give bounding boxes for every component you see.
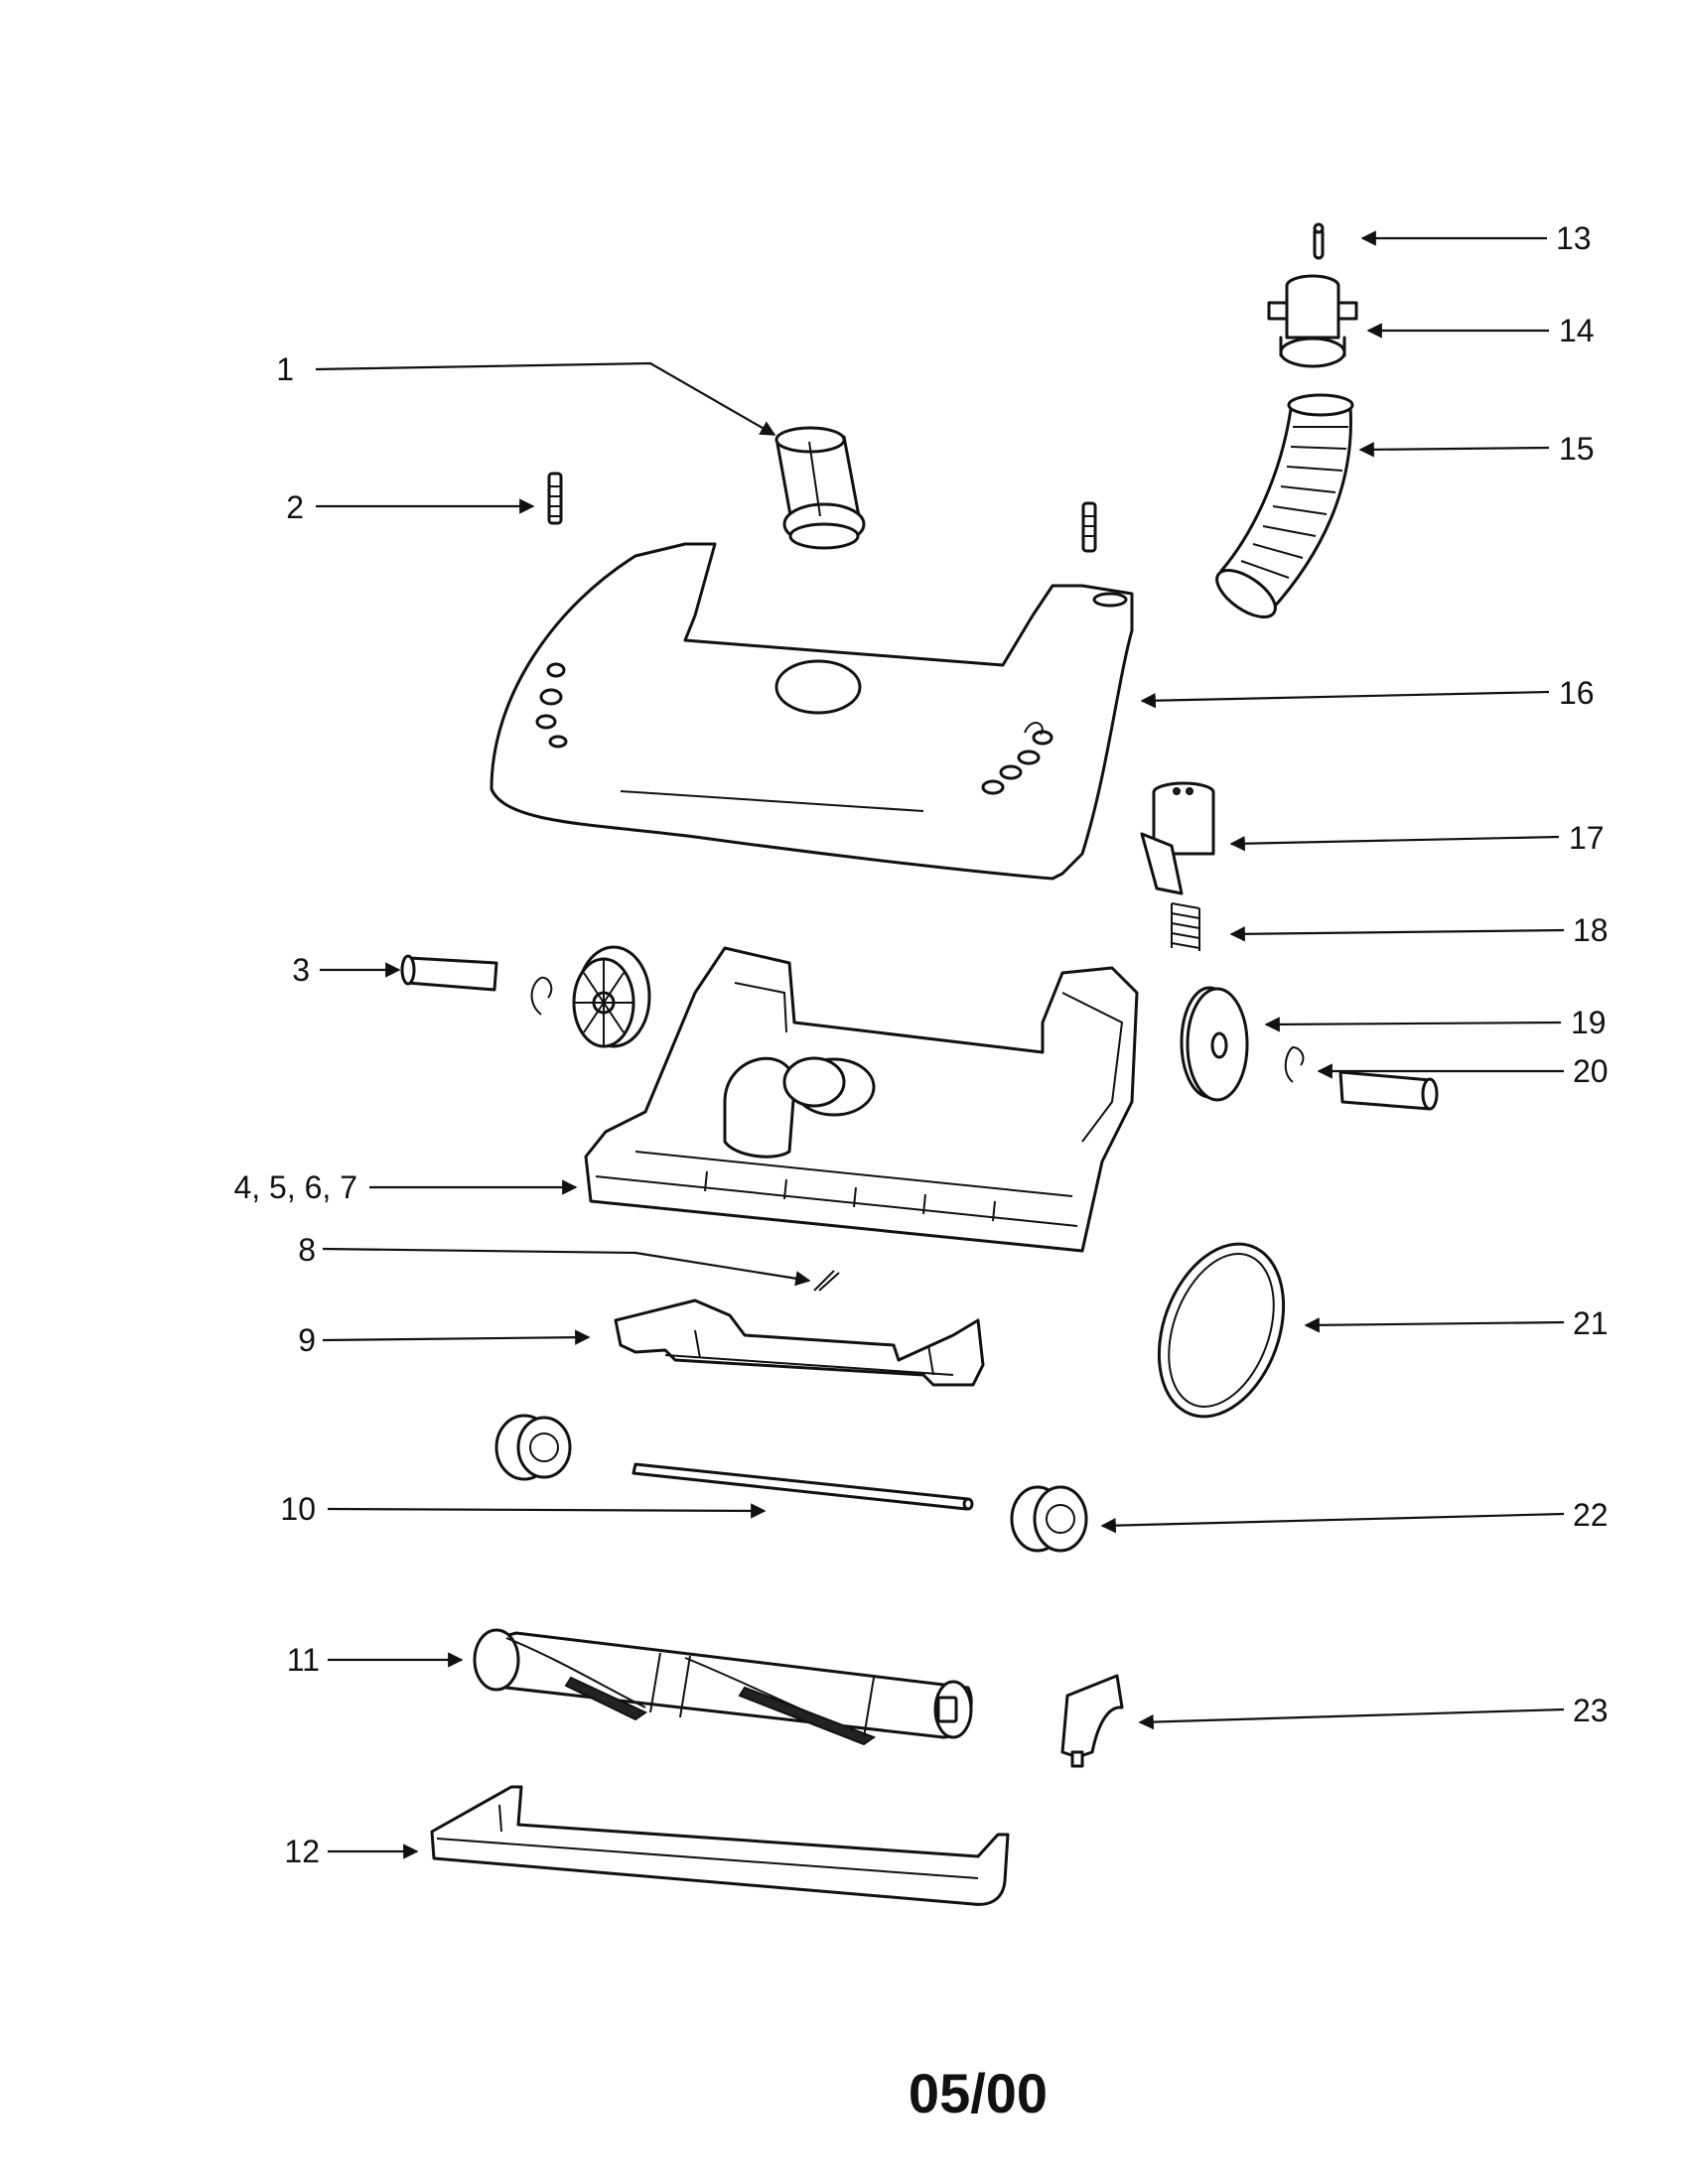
callout-21: 21 bbox=[1573, 1305, 1609, 1341]
leader-21 bbox=[1304, 1317, 1565, 1333]
part-3-axle bbox=[400, 954, 498, 992]
part-13-clip bbox=[1313, 222, 1325, 260]
part-2-screw-second bbox=[1081, 501, 1097, 553]
part-axle-right bbox=[1338, 1070, 1439, 1111]
part-16-hood bbox=[490, 542, 1134, 881]
callout-11: 11 bbox=[287, 1642, 320, 1678]
part-1-coupling bbox=[774, 426, 866, 550]
part-22-endcap bbox=[1010, 1485, 1088, 1553]
part-17-pedal bbox=[1140, 781, 1215, 895]
part-10-shaft bbox=[494, 1414, 974, 1511]
callout-8: 8 bbox=[298, 1232, 316, 1268]
part-20-clip bbox=[1284, 1045, 1305, 1083]
part-20-clip-left bbox=[530, 976, 553, 1016]
callout-labels: 1 2 3 4, 5, 6, 7 8 9 10 11 12 13 14 15 1… bbox=[233, 220, 1608, 1869]
leader-9 bbox=[322, 1329, 591, 1345]
callout-12: 12 bbox=[284, 1834, 320, 1869]
part-2-screw bbox=[547, 472, 563, 525]
leader-19 bbox=[1264, 1017, 1562, 1032]
leader-23 bbox=[1138, 1707, 1565, 1730]
part-8-spring bbox=[813, 1270, 840, 1292]
leader-22 bbox=[1100, 1512, 1565, 1534]
leader-1 bbox=[315, 361, 776, 436]
callout-16: 16 bbox=[1559, 675, 1595, 711]
leader-15 bbox=[1358, 442, 1550, 458]
part-23-guard bbox=[1060, 1674, 1124, 1768]
callout-19: 19 bbox=[1571, 1005, 1607, 1040]
callout-4-7: 4, 5, 6, 7 bbox=[233, 1169, 357, 1205]
leader-lines bbox=[315, 230, 1565, 1859]
callout-9: 9 bbox=[298, 1322, 316, 1358]
callout-23: 23 bbox=[1573, 1693, 1609, 1728]
part-19-wheel bbox=[1180, 986, 1249, 1102]
leader-16 bbox=[1140, 690, 1550, 709]
leader-18 bbox=[1229, 926, 1565, 942]
callout-1: 1 bbox=[276, 351, 294, 387]
part-rear-wheel-left bbox=[572, 945, 651, 1048]
callout-14: 14 bbox=[1559, 313, 1595, 348]
part-15-hose bbox=[1215, 393, 1354, 618]
leader-17 bbox=[1229, 835, 1560, 852]
leader-8 bbox=[322, 1247, 811, 1287]
part-9-bracket bbox=[614, 1298, 985, 1387]
callout-13: 13 bbox=[1556, 220, 1592, 256]
callout-20: 20 bbox=[1573, 1053, 1609, 1089]
callout-3: 3 bbox=[292, 952, 310, 988]
callout-15: 15 bbox=[1559, 431, 1595, 467]
part-4-7-base bbox=[584, 946, 1139, 1253]
callout-18: 18 bbox=[1573, 912, 1609, 948]
callout-17: 17 bbox=[1569, 820, 1605, 856]
part-12-bumper bbox=[430, 1785, 1010, 1906]
callout-2: 2 bbox=[286, 489, 304, 525]
part-21-belt bbox=[1157, 1242, 1286, 1419]
footer-date: 05/00 bbox=[909, 2062, 1048, 2124]
callout-10: 10 bbox=[280, 1491, 316, 1527]
part-14-cuff bbox=[1267, 274, 1358, 368]
callout-22: 22 bbox=[1573, 1497, 1609, 1533]
leader-10 bbox=[327, 1503, 767, 1519]
part-18-spring bbox=[1171, 902, 1200, 951]
part-11-brushroll bbox=[473, 1628, 973, 1746]
